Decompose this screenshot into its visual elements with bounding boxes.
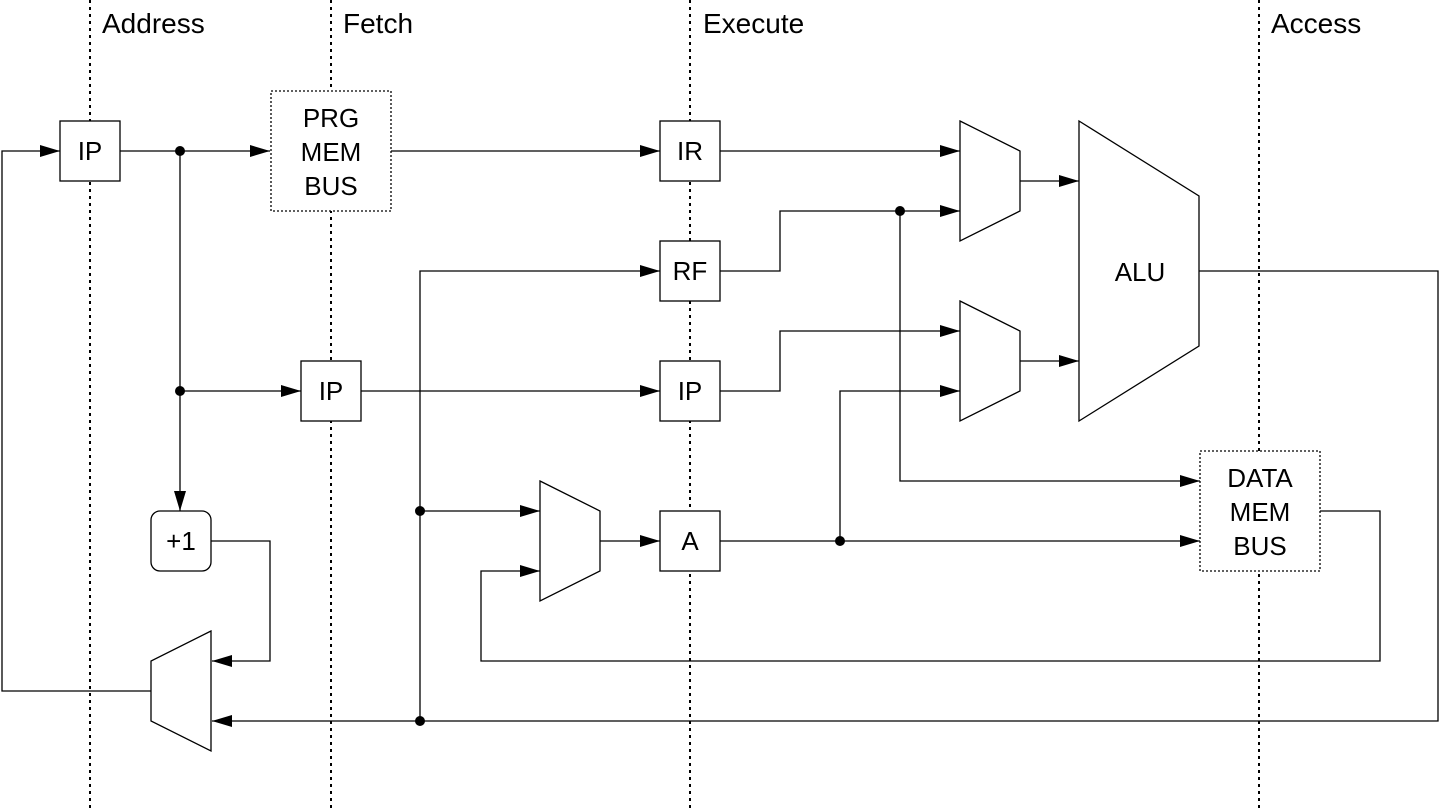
ip-register-execute-label: IP	[678, 376, 703, 406]
increment-block	[150, 510, 212, 572]
junction-dot	[835, 536, 845, 546]
ip-register-fetch-label: IP	[319, 376, 344, 406]
stage-label-execute: Execute	[703, 8, 804, 39]
junction-dot	[175, 146, 185, 156]
wire-increment-to-ipmux	[211, 540, 271, 667]
wire-ip-to-mux2	[720, 325, 960, 392]
prg-mem-bus-line-2: MEM	[301, 137, 362, 167]
prg-mem-bus-line-1: PRG	[303, 103, 359, 133]
ip-register-execute	[659, 360, 721, 422]
wire-rf-to-data-mem	[899, 211, 1200, 487]
data-mem-bus-line-1: DATA	[1227, 463, 1293, 493]
junction-dot	[895, 206, 905, 216]
a-register-label: A	[681, 526, 699, 556]
register-file-label: RF	[673, 256, 708, 286]
data-mem-bus-block	[1199, 450, 1321, 572]
junction-dot	[415, 716, 425, 726]
data-mem-bus-line-3: BUS	[1233, 531, 1286, 561]
junction-dot	[415, 506, 425, 516]
alu-block	[1078, 119, 1200, 423]
wire-rf-to-mux1	[720, 205, 960, 272]
wire-alu-feedback	[212, 270, 1439, 727]
wire-a-to-mux2	[839, 385, 960, 541]
stage-label-address: Address	[102, 8, 205, 39]
data-mem-bus-line-2: MEM	[1230, 497, 1291, 527]
junction-dot	[175, 386, 185, 396]
mux-a-input	[539, 479, 601, 603]
a-register	[659, 510, 721, 572]
wire-ipmux-to-ip	[1, 145, 151, 692]
ip-register-fetch	[300, 360, 362, 422]
stage-label-fetch: Fetch	[343, 8, 413, 39]
register-file	[659, 240, 721, 302]
prg-mem-bus-line-3: BUS	[304, 171, 357, 201]
ir-register	[659, 120, 721, 182]
stage-label-access: Access	[1271, 8, 1361, 39]
increment-block-label: +1	[166, 526, 196, 556]
mux-alu-operand-1	[959, 119, 1021, 243]
ip-register-address	[59, 120, 121, 182]
wire-bus-to-rf	[419, 265, 660, 721]
wire-data-mem-to-amux	[480, 510, 1381, 662]
alu-label: ALU	[1115, 257, 1166, 287]
ip-register-address-label: IP	[78, 136, 103, 166]
mux-alu-operand-2	[959, 299, 1021, 423]
ir-register-label: IR	[677, 136, 703, 166]
prg-mem-bus-block	[270, 90, 392, 212]
mux-next-ip	[150, 629, 212, 753]
